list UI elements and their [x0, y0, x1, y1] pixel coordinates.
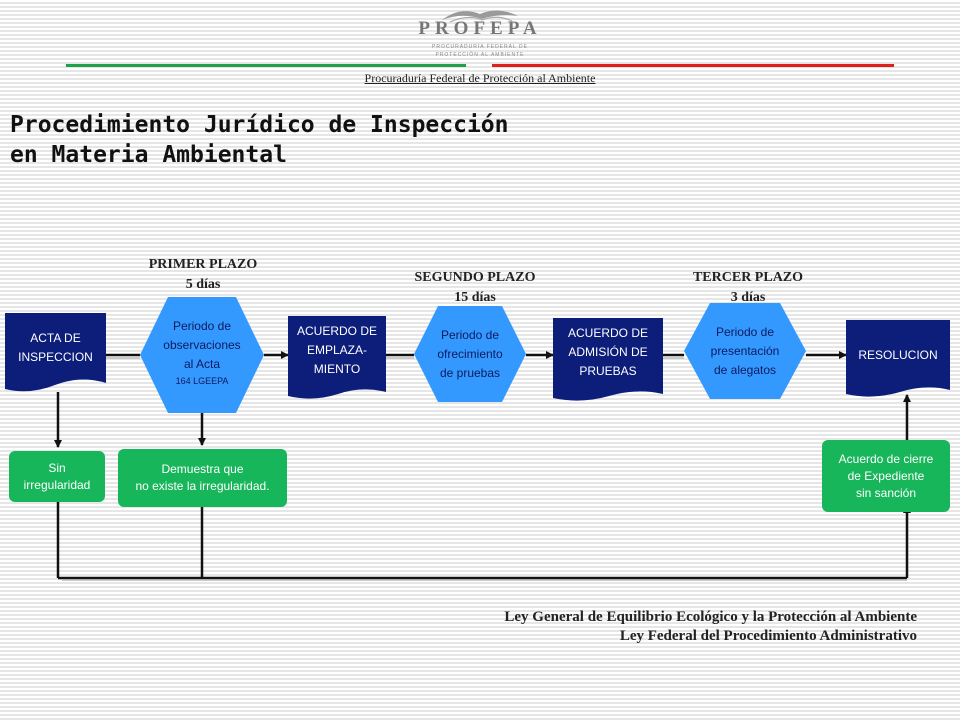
acuerdo-admision-label: ACUERDO DE ADMISIÓN DE PRUEBAS	[567, 326, 648, 378]
acuerdo-admision-node: ACUERDO DE ADMISIÓN DE PRUEBAS	[553, 318, 663, 404]
line-1: Demuestra que	[161, 462, 244, 476]
line-1: Periodo de	[715, 325, 775, 339]
hexagon-shape	[140, 297, 264, 413]
periodo-alegatos-label: Periodo de presentación de alegatos	[684, 323, 806, 380]
resolucion-node: RESOLUCION	[846, 320, 950, 400]
periodo-observaciones-node: Periodo de observaciones al Acta 164 LGE…	[140, 297, 264, 413]
line-2: presentación	[710, 344, 780, 358]
eagle-emblem-icon	[442, 10, 518, 23]
line-2: irregularidad	[23, 477, 91, 492]
line-2: ofrecimiento	[437, 347, 503, 361]
acuerdo-cierre-box: Acuerdo de cierre de Expediente sin sanc…	[822, 440, 950, 512]
hexagon-shape	[684, 303, 806, 399]
line-1: Sin	[48, 460, 66, 475]
periodo-alegatos-node: Periodo de presentación de alegatos	[684, 303, 806, 399]
tercer-plazo-label: TERCER PLAZO 3 días	[668, 268, 828, 308]
plazo-days: 3 días	[730, 290, 766, 305]
acuerdo-emplazamiento-label: ACUERDO DE EMPLAZA- MIENTO	[296, 324, 377, 376]
line-3: de pruebas	[439, 366, 501, 380]
acuerdo-emplazamiento-node: ACUERDO DE EMPLAZA- MIENTO	[288, 316, 386, 402]
plazo-name: SEGUNDO PLAZO	[414, 270, 536, 285]
acta-de-inspeccion-label: ACTA DE INSPECCION	[18, 331, 93, 364]
primer-plazo-label: PRIMER PLAZO 5 días	[128, 255, 278, 295]
law-lgeepa: Ley General de Equilibrio Ecológico y la…	[504, 609, 917, 625]
agency-name: Procuraduría Federal de Protección al Am…	[364, 71, 596, 85]
acta-de-inspeccion-node: ACTA DE INSPECCION	[5, 313, 106, 397]
plazo-name: TERCER PLAZO	[692, 270, 804, 285]
periodo-pruebas-node: Periodo de ofrecimiento de pruebas	[414, 306, 526, 402]
demuestra-no-irregularidad-box: Demuestra que no existe la irregularidad…	[118, 449, 287, 507]
sin-irregularidad-box: Sin irregularidad	[9, 451, 105, 502]
document-shape	[846, 320, 950, 397]
page-title: Procedimiento Jurídico de Inspección en …	[10, 112, 509, 168]
plazo-name: PRIMER PLAZO	[148, 257, 258, 272]
plazo-days: 15 días	[454, 290, 496, 305]
line-2: no existe la irregularidad.	[135, 479, 270, 493]
hexagon-shape	[414, 306, 526, 402]
line-3: al Acta	[183, 357, 221, 371]
profepa-logo: PROFEPA PROCURADURÍA FEDERAL DE PROTECCI…	[410, 4, 550, 66]
logo-wordmark: PROFEPA	[418, 18, 542, 39]
document-shape	[553, 318, 663, 401]
header-rule-green	[66, 64, 466, 67]
line-2: observaciones	[163, 338, 241, 352]
logo-subtitle-line-1: PROCURADURÍA FEDERAL DE	[432, 44, 528, 50]
line-2: de Expediente	[847, 468, 925, 483]
document-shape	[5, 313, 106, 392]
resolucion-label: RESOLUCION	[858, 348, 938, 362]
document-shape	[288, 316, 386, 399]
logo-subtitle-line-2: PROTECCIÓN AL AMBIENTE	[435, 52, 525, 58]
line-1: Periodo de	[440, 328, 500, 342]
legal-reference: 164 LGEEPA	[175, 376, 229, 386]
legal-basis: Ley General de Equilibrio Ecológico y la…	[300, 608, 917, 646]
line-1: Periodo de	[172, 319, 232, 333]
law-lfpa: Ley Federal del Procedimiento Administra…	[619, 628, 917, 644]
header-rule-red	[492, 64, 894, 67]
periodo-observaciones-label: Periodo de observaciones al Acta 164 LGE…	[140, 317, 264, 388]
segundo-plazo-label: SEGUNDO PLAZO 15 días	[395, 268, 555, 308]
line-3: sin sanción	[855, 485, 917, 500]
plazo-days: 5 días	[185, 277, 221, 292]
periodo-pruebas-label: Periodo de ofrecimiento de pruebas	[414, 326, 526, 383]
line-3: de alegatos	[713, 363, 777, 377]
line-1: Acuerdo de cierre	[838, 451, 934, 466]
